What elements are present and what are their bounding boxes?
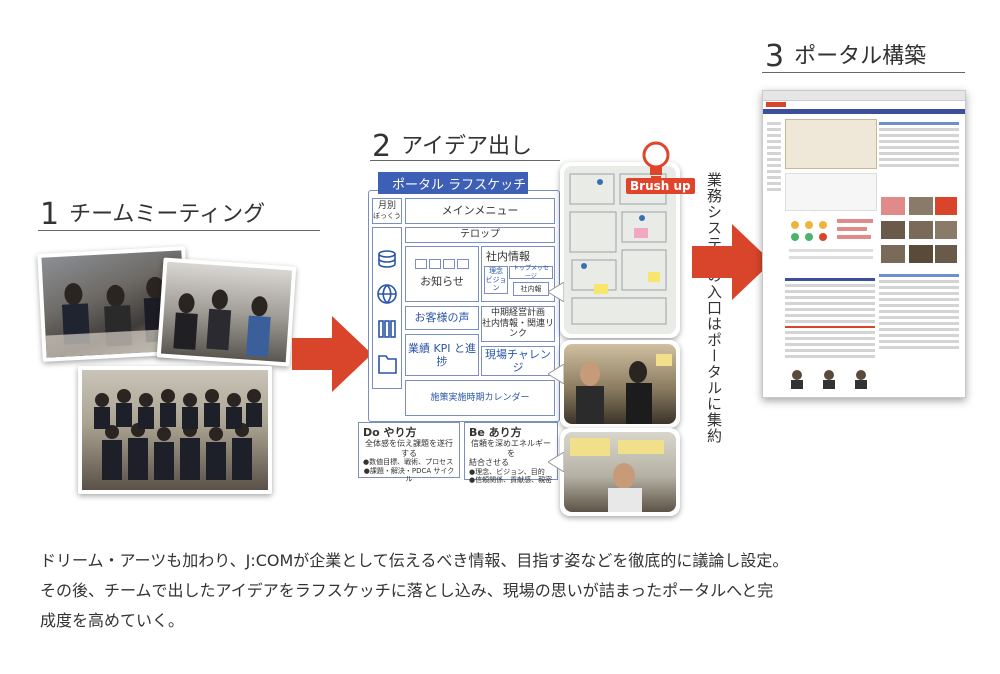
portal-sidebar: [767, 119, 781, 269]
arrow-right-icon: [292, 316, 372, 392]
step-2-title: 2 アイデア出し: [372, 128, 532, 164]
sketch-sidebar: [372, 227, 402, 389]
browser-chrome: [763, 91, 965, 101]
callout-tail-icon: [548, 364, 564, 384]
description-line-3: 成度を高めていく。: [40, 611, 185, 630]
sketch-news-label: お知らせ: [420, 275, 464, 289]
callout-tail-icon: [548, 452, 564, 472]
discussion-photo: [560, 428, 680, 516]
sketch-be-line4: ●信頼関係、貢献感、親密: [469, 476, 553, 485]
meeting-photo-2: [156, 257, 297, 367]
sketch-be-line3: ●理念、ビジョン、目的: [469, 467, 545, 476]
sketch-top-message: トップメッセージ: [509, 265, 553, 280]
description-line-1: ドリーム・アーツも加わり、J:COMが企業として伝えるべき情報、目指す姿などを徹…: [40, 551, 789, 570]
sketch-mid-plan: 中期経営計画 社内情報・関連リンク: [481, 306, 555, 342]
arrow-right-icon: [692, 224, 772, 300]
sketch-monthly: 月別 ぼっくう: [372, 198, 402, 224]
sketch-do-line2: ●数値目標、戦術、プロセス: [363, 458, 454, 467]
sketch-do-title: Do やり方: [363, 426, 417, 439]
step-1-title: 1 チームミーティング: [40, 196, 265, 232]
portal-message-panel: [785, 173, 877, 211]
callout-tail-icon: [548, 282, 564, 302]
vertical-note: 業務システムの入口はポータルに集約: [705, 172, 723, 444]
step-3-title: 3 ポータル構築: [765, 38, 926, 74]
sketch-calendar: 施策実施時期カレンダー: [405, 380, 555, 416]
sketch-do: Do やり方 全体感を伝え課題を遂行する ●数値目標、戦術、プロセス ●課題・解…: [358, 422, 460, 483]
sketch-company-news: 社内報: [513, 282, 549, 296]
portal-vision-panel: [785, 119, 877, 169]
step-1-underline: [38, 230, 320, 231]
sketch-header: ポータル ラフスケッチ: [378, 172, 528, 194]
sketch-company-info-label: 社内情報: [486, 250, 530, 263]
step-1-label: チームミーティング: [69, 202, 266, 227]
sketch-be-title: Be あり方: [469, 426, 522, 439]
sketch-customer-voice: お客様の声: [405, 306, 479, 330]
brush-up-label: Brush up: [626, 178, 695, 194]
sketch-monthly-label: 月別: [377, 201, 396, 212]
sketch-do-line3: ●課題・解決・PDCA サイクル: [363, 466, 455, 484]
description: ドリーム・アーツも加わり、J:COMが企業として伝えるべき情報、目指す姿などを徹…: [40, 546, 788, 636]
sketch-ticker: テロップ: [405, 227, 555, 243]
presenter-photo: [560, 340, 680, 428]
step-2-number: 2: [372, 129, 392, 164]
sketch-be-line2: 結合させる: [469, 458, 509, 468]
portal-kpi-panel: [785, 215, 875, 269]
sketch-main-menu: メインメニュー: [405, 198, 555, 224]
sketch-vision: 理念 ビジョン: [484, 266, 508, 294]
sketch-news: お知らせ: [405, 246, 479, 302]
portal-table: [785, 275, 875, 385]
portal-logo: [766, 102, 786, 107]
sketch-kpi: 業績 KPI と進捗: [405, 334, 479, 376]
step-3-number: 3: [765, 39, 785, 74]
portal-screenshot: [762, 90, 966, 398]
description-line-2: その後、チームで出したアイデアをラフスケッチに落とし込み、現場の思いが詰まったポ…: [40, 581, 774, 600]
portal-photo-grid: [879, 195, 959, 265]
portal-news-list: [879, 119, 959, 189]
step-3-label: ポータル構築: [794, 44, 927, 69]
sketch-do-line1: 全体感を伝え課題を遂行する: [365, 439, 453, 458]
portal-link-list: [879, 271, 959, 391]
sketch-challenge: 現場チャレンジ: [481, 346, 555, 376]
step-3-underline: [762, 72, 965, 73]
step-2-underline: [370, 160, 560, 161]
lightbulb-icon: [642, 141, 670, 179]
sketch-be-line1: 信頼を深めエネルギーを: [471, 439, 551, 458]
sketch-be: Be あり方 信頼を深めエネルギーを 結合させる ●理念、ビジョン、目的 ●信頼…: [464, 422, 558, 484]
step-1-number: 1: [40, 197, 60, 232]
portal-navbar: [763, 109, 965, 114]
step-2-label: アイデア出し: [401, 134, 532, 159]
team-group-photo: [78, 366, 272, 494]
portal-staff-photos: [785, 367, 875, 389]
sketch-monthly-sub: ぼっくう: [373, 212, 401, 221]
